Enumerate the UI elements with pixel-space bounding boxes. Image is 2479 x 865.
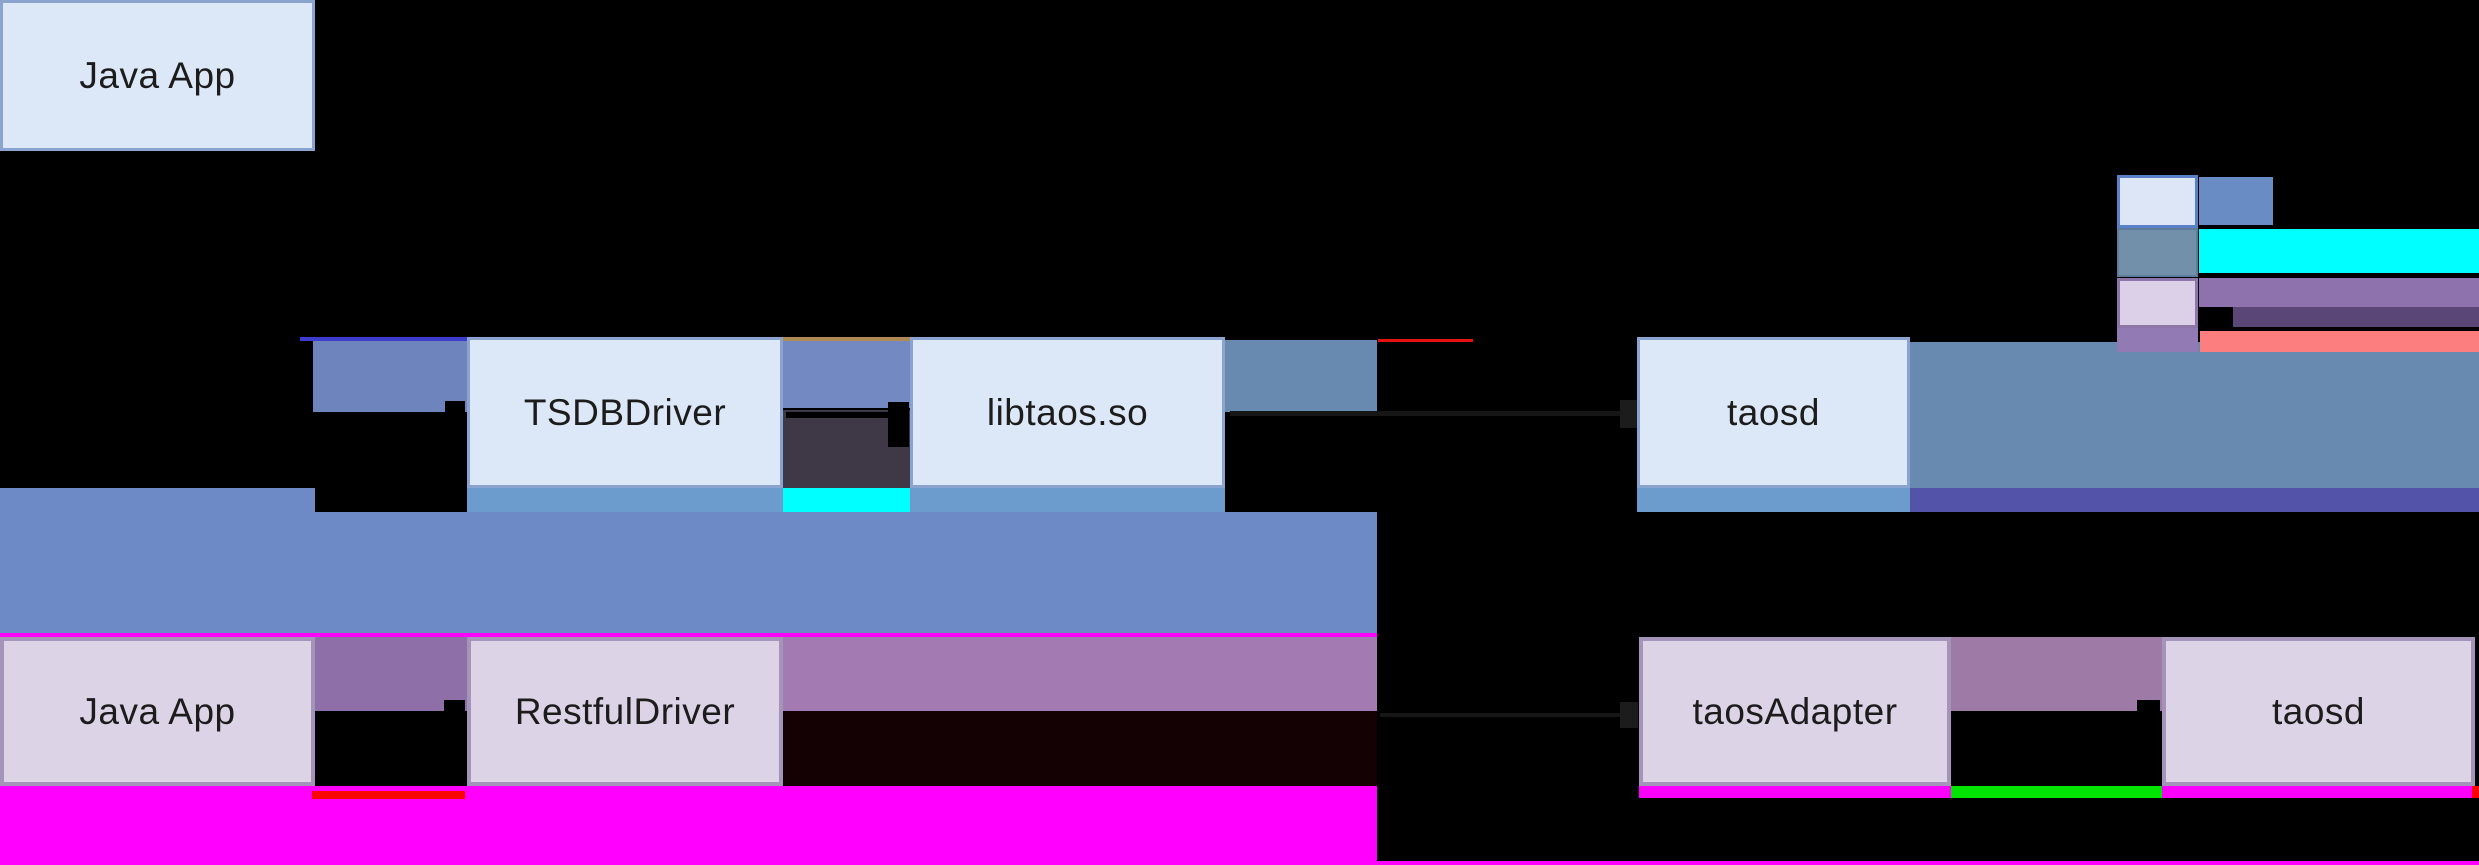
red-notch [2472,786,2479,798]
node-label: taosAdapter [1692,690,1898,732]
magenta-highlight-band [0,786,1377,865]
dark-maroon-region [783,711,1377,787]
arrow-javaapp-to-tsdbdriver [316,412,450,418]
red-marker-line [1378,339,1473,342]
node-label: Java App [79,690,236,732]
tan-top-edge-line [783,337,910,341]
cyan-highlight-strip [783,488,910,512]
magenta-strip-under-taosadapter [1639,786,1951,798]
node-label: taosd [2271,690,2365,732]
blue-strip-under-java-app [0,488,315,512]
legend-swatch-slate-blue [2117,228,2198,277]
node-label: libtaos.so [986,391,1149,433]
indigo-strip [1910,488,2479,512]
legend-cyan-band [2199,229,2479,273]
arrow-javaapp-to-restfuldriver [318,712,448,718]
arrowhead-icon [445,401,465,428]
red-highlight-strip [312,791,465,799]
node-restfuldriver: RestfulDriver [467,637,783,786]
node-libtaos-so: libtaos.so [910,337,1225,488]
arrow-tsdbdriver-to-libtaos [786,412,890,418]
blue-strip-under-taosd [1637,485,1910,512]
node-taosd-jni: taosd [1637,337,1910,488]
slate-region-right [1910,342,2479,488]
slate-region-left [1225,340,1377,412]
legend-blue-band [2199,177,2273,225]
magenta-bottom-edge-line [0,861,2479,865]
legend-purple-band [2199,278,2479,307]
node-java-app-jni: Java App [0,0,315,151]
blue-highlight-band [0,512,1377,633]
node-label: RestfulDriver [514,690,736,732]
blue-strip-under-tsdbdriver [467,488,783,512]
blue-strip-under-libtaos [910,488,1225,512]
node-label: taosd [1726,391,1820,433]
arrow-restfuldriver-to-taosadapter [1380,713,1622,717]
node-java-app-rest: Java App [0,637,315,786]
arrowhead-icon [1620,400,1638,428]
arrow-libtaos-to-taosd [1230,411,1622,416]
legend-swatch-light-blue [2117,175,2198,228]
purple-highlight-band [783,637,1377,711]
blue-gap-region-2 [783,341,910,408]
node-label: TSDBDriver [523,391,727,433]
arrowhead-icon [2137,700,2160,730]
legend-swatch-purple [2117,328,2198,352]
magenta-divider-line [0,633,1377,637]
purple-gap-region-2 [1951,637,2162,711]
arrow-taosadapter-to-taosd [1956,712,2140,718]
node-taosd-rest: taosd [2162,637,2475,786]
blue-gap-region [313,341,467,412]
node-label: Java App [79,54,236,96]
node-tsdbdriver: TSDBDriver [467,337,783,488]
blue-top-edge-line [300,337,467,341]
legend-dark-purple-band [2233,307,2479,327]
magenta-strip-under-taosd [2162,786,2472,798]
green-highlight-strip [1951,786,2162,798]
arrowhead-icon [444,700,465,730]
purple-gap-region [315,637,467,711]
arrowhead-icon [1620,702,1638,728]
arrowhead-icon [888,402,909,447]
legend-swatch-lavender [2117,278,2198,328]
legend-salmon-band [2200,331,2479,352]
node-taosadapter: taosAdapter [1639,637,1951,786]
